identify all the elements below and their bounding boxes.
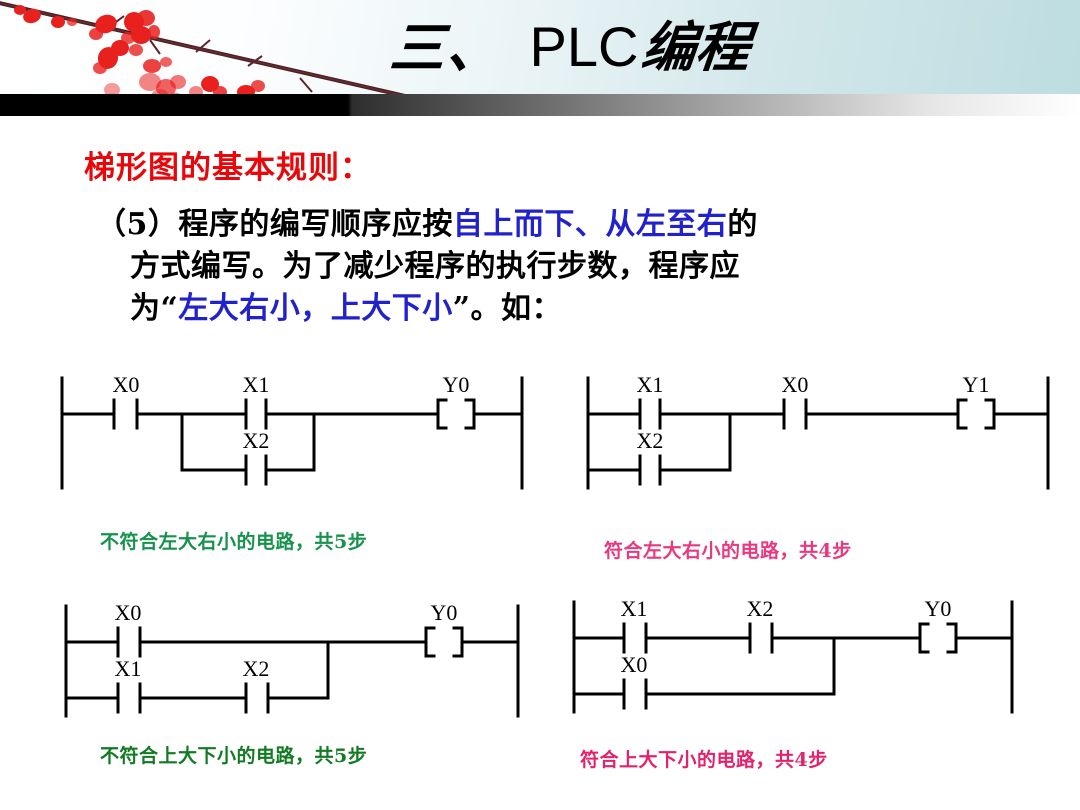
page-title-cn2: 编程 [639, 15, 754, 79]
ladder3-label-x0: X0 [115, 600, 142, 625]
ladder-diagram-1: X0 X1 X2 Y0 [52, 372, 542, 490]
page-title: 三、 PLC 编程 [0, 0, 1080, 94]
ladder-caption-2: 符合左大右小的电路，共4步 [604, 540, 852, 562]
ladder-caption-1: 不符合左大右小的电路，共5步 [100, 531, 368, 553]
paragraph-line3-emphasis: 左大右小，上大下小 [178, 291, 453, 326]
ladder2-label-y1: Y1 [963, 372, 990, 397]
ladder-diagram-3: X0 X1 X2 Y0 [56, 600, 536, 718]
ladder3-label-x2: X2 [243, 656, 270, 681]
page-title-cn: 三、 [387, 14, 506, 80]
ladder3-label-y0: Y0 [431, 600, 458, 625]
ladder4-label-y0: Y0 [925, 596, 952, 621]
ladder-diagram-4: X1 X2 X0 Y0 [560, 596, 1050, 714]
ladder1-label-x2: X2 [243, 428, 270, 453]
ladder4-label-x0: X0 [621, 652, 648, 677]
paragraph-line1-b: 的 [727, 207, 758, 242]
ladder1-label-y0: Y0 [443, 372, 470, 397]
ladder-caption-4: 符合上大下小的电路，共4步 [580, 749, 828, 771]
paragraph-line3-b: ”。如： [452, 291, 563, 326]
page-title-en: PLC [529, 15, 639, 78]
ladder-caption-3: 不符合上大下小的电路，共5步 [100, 745, 368, 767]
paragraph-line3-a: 为“ [130, 291, 179, 326]
ladder4-label-x1: X1 [621, 596, 648, 621]
ladder4-label-x2: X2 [747, 596, 774, 621]
ladder2-label-x1: X1 [637, 372, 664, 397]
section-heading: 梯形图的基本规则： [84, 150, 372, 186]
ladder2-label-x0: X0 [782, 372, 809, 397]
ladder1-label-x1: X1 [243, 372, 270, 397]
rule-paragraph: （5）程序的编写顺序应按自上而下、从左至右的 方式编写。为了减少程序的执行步数，… [96, 204, 1026, 330]
ladder2-label-x2: X2 [637, 428, 664, 453]
ladder-diagram-2: X1 X2 X0 Y1 [580, 372, 1060, 490]
slide-header: 三、 PLC 编程 [0, 0, 1080, 94]
header-divider-bar [0, 94, 1080, 116]
paragraph-line2: 方式编写。为了减少程序的执行步数，程序应 [130, 249, 740, 284]
ladder1-label-x0: X0 [113, 372, 140, 397]
plum-blossom-branch-decoration [0, 1, 406, 94]
paragraph-line1-emphasis: 自上而下、从左至右 [452, 207, 728, 242]
paragraph-line1-a: （5）程序的编写顺序应按 [96, 207, 453, 242]
ladder3-label-x1: X1 [115, 656, 142, 681]
